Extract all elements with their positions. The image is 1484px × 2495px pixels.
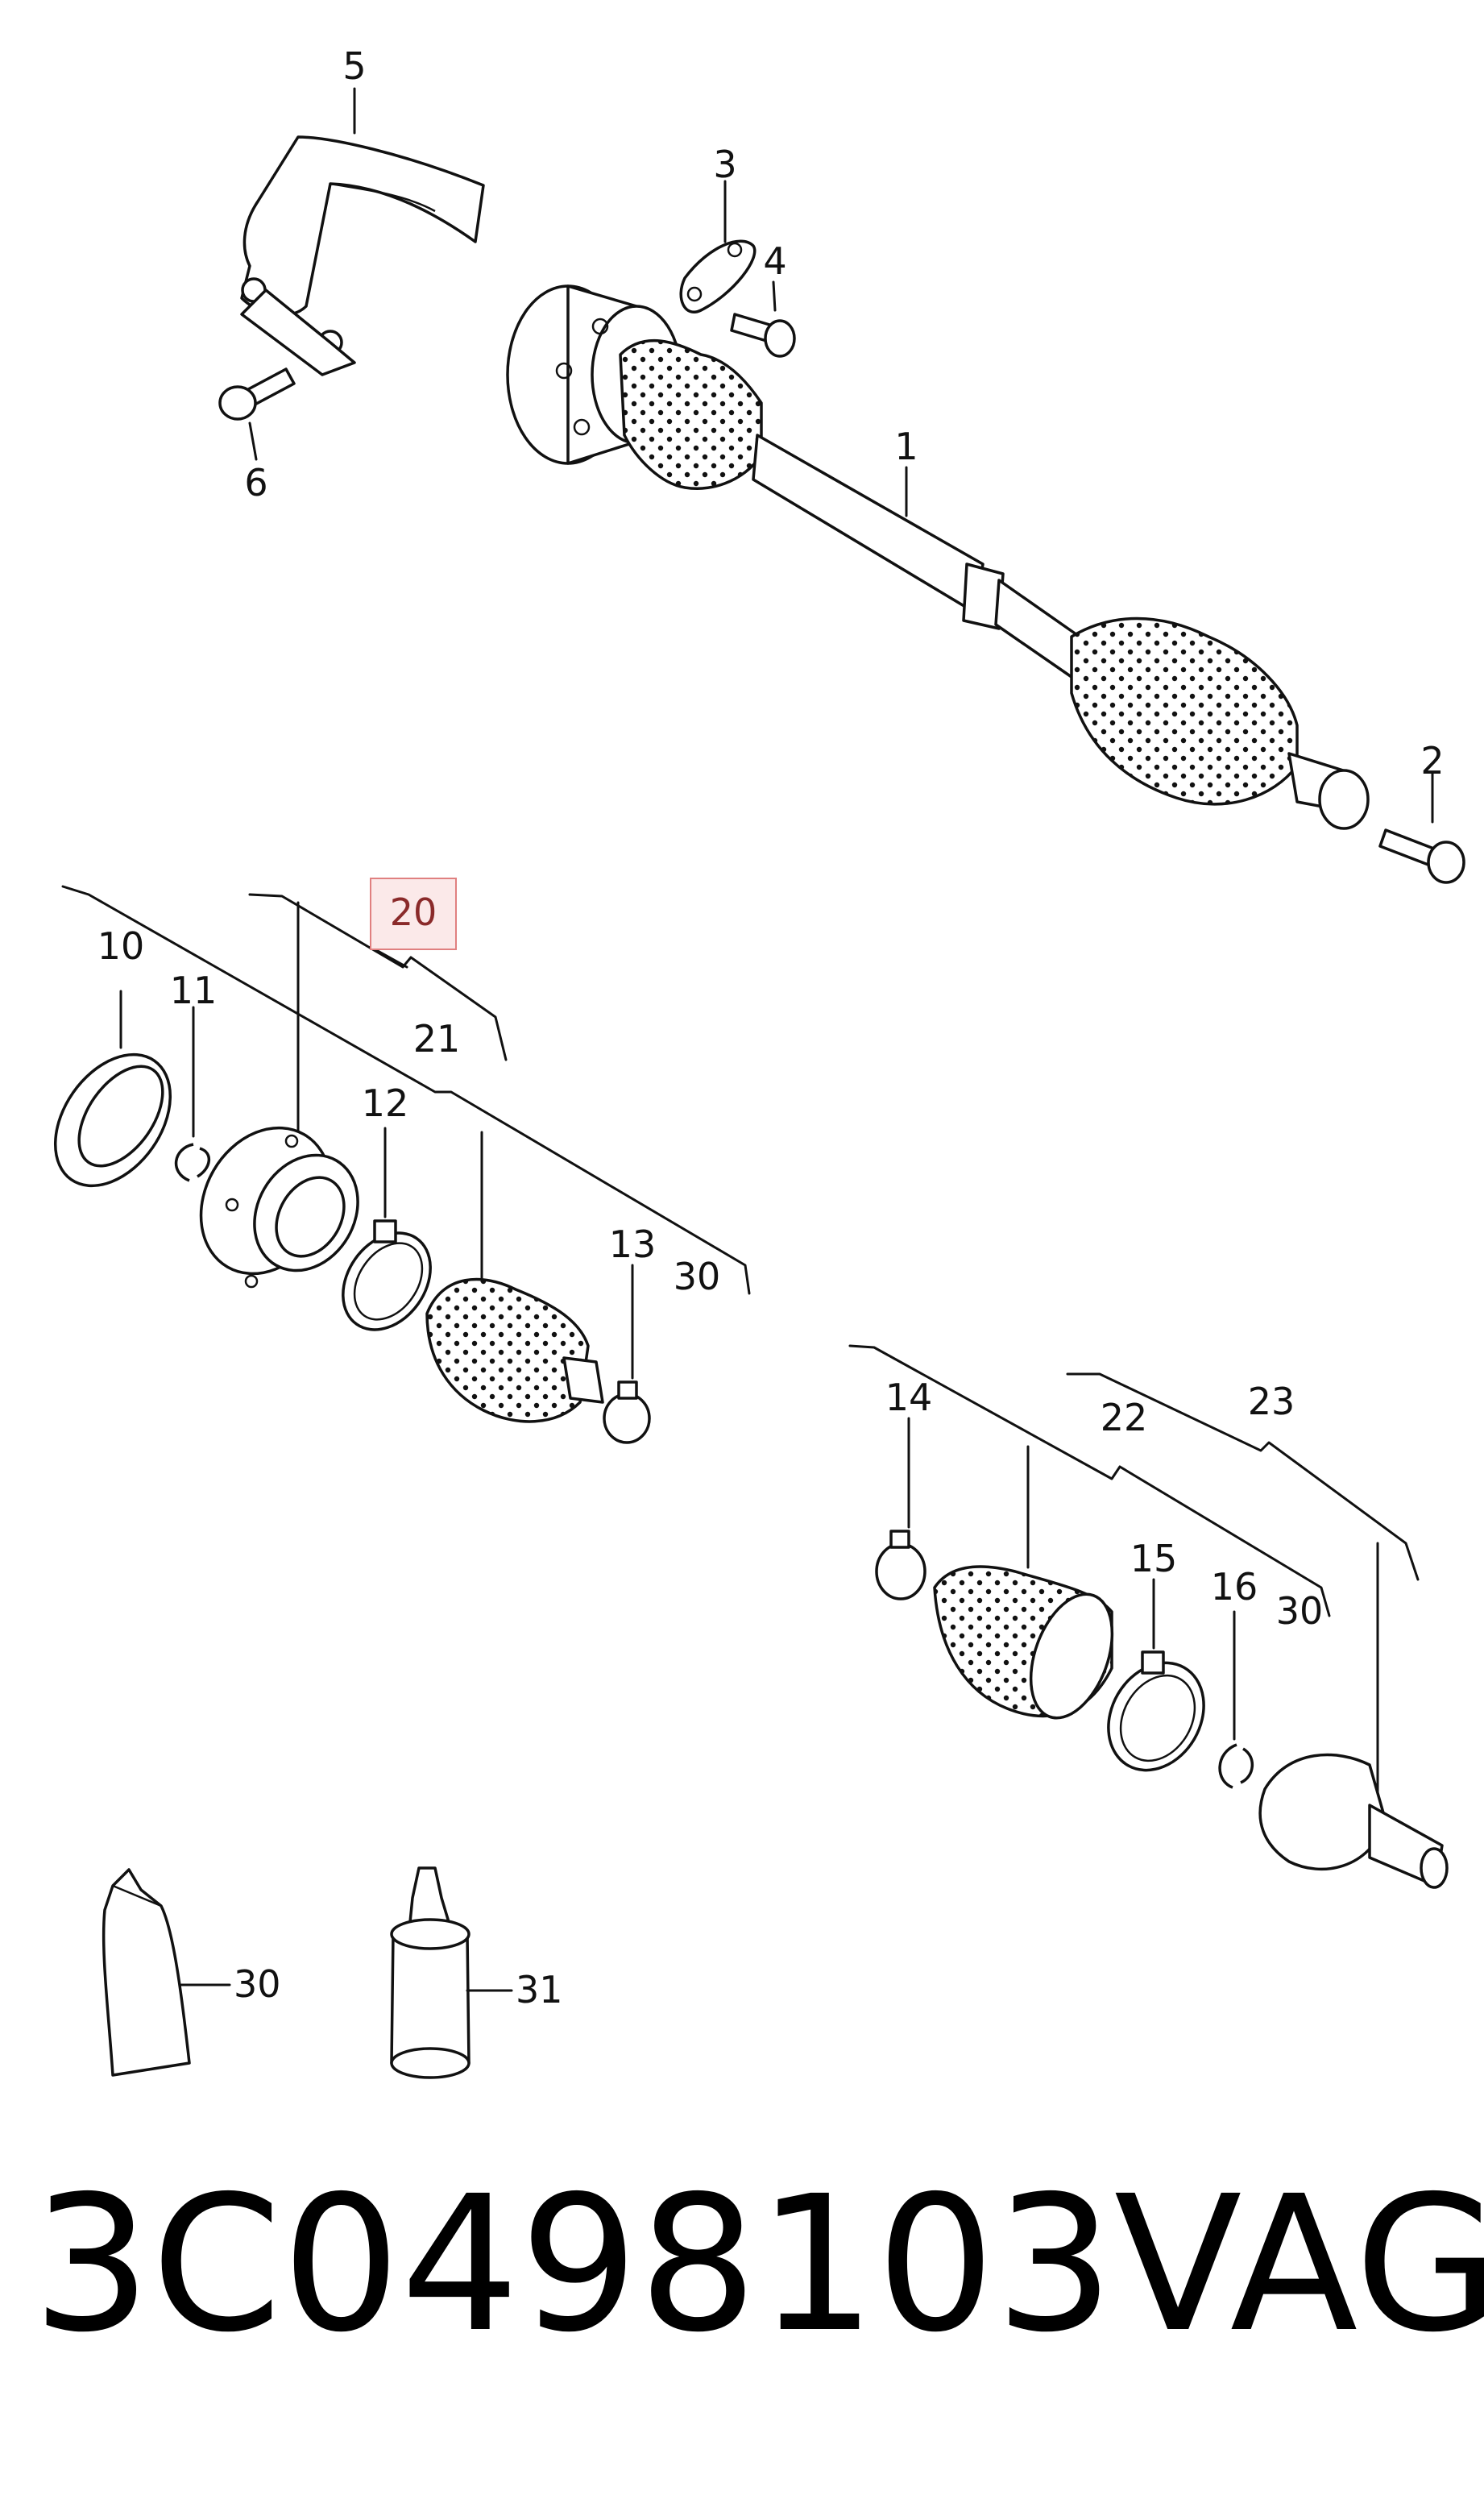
callout-1: 1 bbox=[894, 425, 918, 468]
callout-23: 23 bbox=[1248, 1380, 1295, 1423]
callout-10: 10 bbox=[97, 924, 145, 968]
callout-15: 15 bbox=[1130, 1537, 1178, 1580]
outer-cv-joint-part bbox=[1258, 1753, 1449, 1889]
clamp-part bbox=[342, 1219, 432, 1331]
callout-3: 3 bbox=[713, 143, 736, 186]
seal-ring-part bbox=[53, 1052, 172, 1188]
bolt-part bbox=[218, 367, 296, 421]
callout-13: 13 bbox=[609, 1223, 657, 1266]
clamp-part bbox=[1107, 1650, 1205, 1772]
circlip-part bbox=[1218, 1743, 1254, 1789]
clamp-part bbox=[875, 1530, 926, 1600]
callout-31: 31 bbox=[516, 1968, 563, 2011]
exploded-parts-diagram: 5 6 3 4 1 2 bbox=[53, 44, 1465, 2079]
callout-30-c: 30 bbox=[234, 1962, 281, 2006]
highlight-box bbox=[370, 878, 457, 950]
heat-shield-part bbox=[240, 135, 485, 376]
drive-shaft-part bbox=[506, 284, 1370, 830]
part-number: 3C0498103 bbox=[32, 2156, 1114, 2373]
bolt-part bbox=[1378, 828, 1465, 884]
callout-11: 11 bbox=[170, 969, 218, 1012]
cv-joint-part bbox=[199, 1126, 359, 1289]
callout-20: 20 bbox=[390, 890, 437, 934]
callout-30-b: 30 bbox=[1276, 1589, 1324, 1633]
bracket-line bbox=[248, 893, 508, 1061]
leader-line bbox=[369, 945, 408, 969]
bolt-part bbox=[730, 313, 796, 358]
boot-part bbox=[425, 1277, 590, 1423]
sealant-bottle-part bbox=[390, 1866, 470, 2079]
callout-5: 5 bbox=[342, 44, 366, 88]
leader-line bbox=[772, 280, 777, 312]
lock-plate-part bbox=[679, 239, 757, 313]
boot-mouth bbox=[1029, 1592, 1114, 1720]
grease-tube-part bbox=[102, 1868, 191, 2077]
clamp-part bbox=[603, 1380, 651, 1444]
callout-2: 2 bbox=[1420, 739, 1444, 783]
bracket-line bbox=[61, 885, 751, 1295]
circlip-part bbox=[175, 1143, 210, 1182]
callout-12: 12 bbox=[362, 1081, 409, 1125]
callout-6: 6 bbox=[244, 461, 267, 504]
callout-22: 22 bbox=[1101, 1396, 1148, 1439]
callout-16: 16 bbox=[1211, 1565, 1258, 1609]
footer-caption: 3C0498103 VAG bbox=[32, 2144, 1484, 2385]
bracket-line bbox=[848, 1344, 1331, 1617]
callout-14: 14 bbox=[885, 1376, 933, 1419]
boot-neck bbox=[562, 1356, 604, 1404]
bracket-line bbox=[1066, 1372, 1420, 1581]
callout-21: 21 bbox=[413, 1017, 461, 1061]
callout-30-a: 30 bbox=[674, 1255, 721, 1298]
brand-name: VAG bbox=[1113, 2156, 1484, 2373]
callout-4: 4 bbox=[763, 239, 786, 283]
leader-line bbox=[248, 421, 258, 461]
